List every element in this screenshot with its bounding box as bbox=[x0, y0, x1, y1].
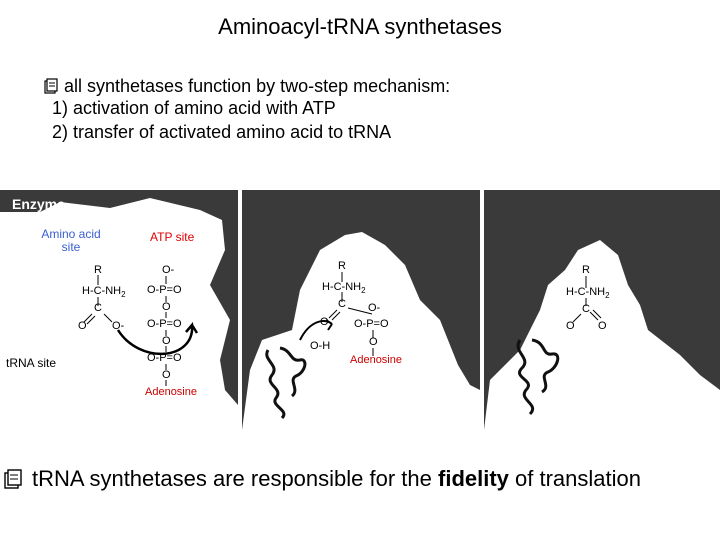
bullet-icon bbox=[4, 469, 22, 489]
bullet-icon bbox=[44, 76, 58, 94]
intro-bullet: all synthetases function by two-step mec… bbox=[44, 74, 450, 98]
gamma-o: O- bbox=[162, 264, 175, 276]
trna-squiggle-2 bbox=[265, 346, 307, 420]
attack-arrow bbox=[116, 321, 199, 355]
amp-phosphate: O-P=O bbox=[354, 318, 389, 330]
trna-squiggle-3 bbox=[516, 338, 560, 416]
carboxyl-c-2: C bbox=[338, 298, 346, 310]
adenosine-label-2: Adenosine bbox=[350, 354, 402, 366]
carboxyl-o-2: O bbox=[320, 316, 329, 328]
intro-text: all synthetases function by two-step mec… bbox=[64, 76, 451, 96]
carboxyl-o-1: O bbox=[78, 320, 87, 332]
link-o-panel2: O bbox=[369, 336, 378, 348]
link-ominus-2: O- bbox=[368, 302, 381, 314]
bottom-text-bold: fidelity bbox=[438, 466, 509, 491]
r-group-1: R bbox=[94, 264, 102, 276]
alpha-phosphate: O-P=O bbox=[147, 352, 182, 364]
page-title: Aminoacyl-tRNA synthetases bbox=[218, 14, 502, 39]
r-group-2: R bbox=[338, 260, 346, 272]
alpha-carbon-2: H-C-NH2 bbox=[322, 281, 366, 296]
carboxyl-c-3: C bbox=[582, 303, 590, 315]
link-o-2: O bbox=[162, 335, 171, 347]
alpha-carbon-3: H-C-NH2 bbox=[566, 286, 610, 301]
amino-acid-site-label: Amino acid site bbox=[41, 227, 101, 254]
carboxyl-ominus-1: O- bbox=[112, 320, 125, 332]
carbonyl-o-3: O bbox=[598, 320, 607, 332]
transfer-arrow bbox=[299, 319, 333, 341]
enzyme-shape-1 bbox=[0, 198, 238, 430]
r-group-3: R bbox=[582, 264, 590, 276]
ester-o-3: O bbox=[566, 320, 575, 332]
adenosine-label-1: Adenosine bbox=[145, 386, 197, 398]
enzyme-label: Enzyme bbox=[12, 196, 65, 212]
trna-site-label: tRNA site bbox=[6, 356, 57, 370]
link-o-3: O bbox=[162, 369, 171, 381]
bottom-text-post: of translation bbox=[508, 466, 641, 491]
beta-phosphate: O-P=O bbox=[147, 318, 182, 330]
link-o-1: O bbox=[162, 301, 171, 313]
step-1: 1) activation of amino acid with ATP bbox=[52, 98, 336, 118]
bottom-line: tRNA synthetases are responsible for the… bbox=[4, 466, 641, 492]
trna-oh: O-H bbox=[310, 340, 331, 352]
enzyme-shape-3 bbox=[484, 240, 720, 430]
mechanism-panels: Enzyme Amino acid site ATP site R H-C-NH… bbox=[0, 190, 720, 430]
carboxyl-c-1: C bbox=[94, 302, 102, 314]
gamma-phosphate: O-P=O bbox=[147, 284, 182, 296]
step-2: 2) transfer of activated amino acid to t… bbox=[52, 122, 392, 142]
atp-site-label: ATP site bbox=[150, 230, 195, 244]
bottom-text-pre: tRNA synthetases are responsible for the bbox=[32, 466, 438, 491]
alpha-carbon-1: H-C-NH2 bbox=[82, 285, 126, 300]
enzyme-shape-2 bbox=[242, 232, 480, 430]
